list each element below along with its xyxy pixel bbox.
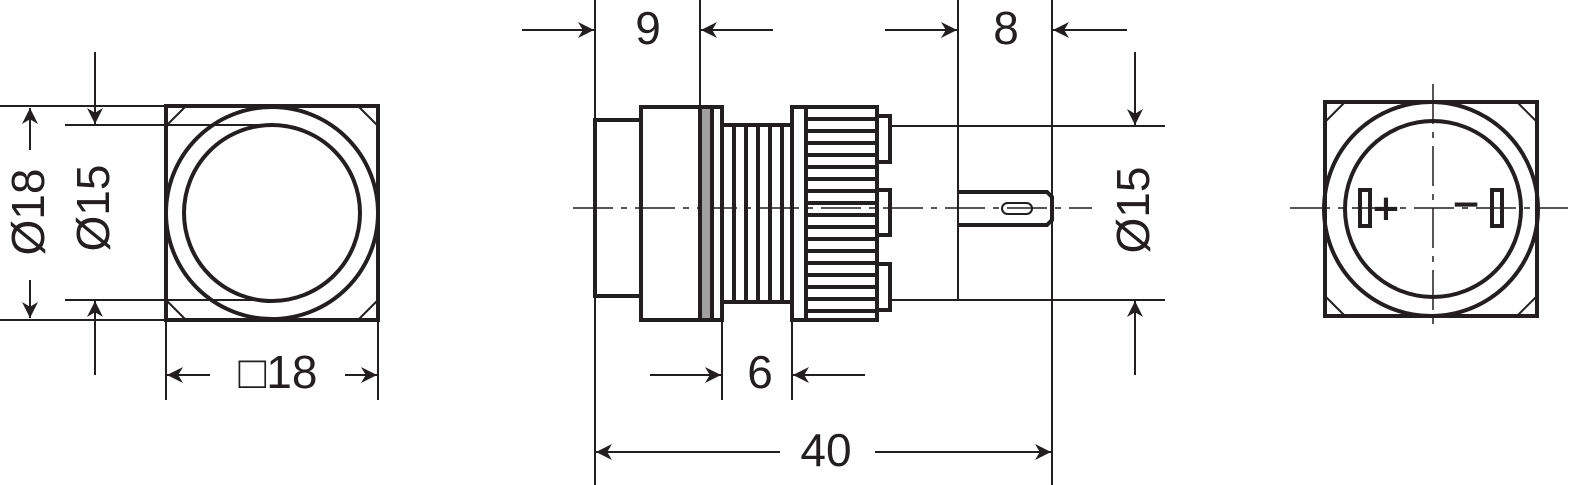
dim-40: 40 (800, 424, 851, 476)
dim-6: 6 (747, 346, 773, 398)
plus-terminal (1358, 188, 1372, 228)
nut (790, 105, 808, 322)
plus-symbol: + (1371, 188, 1401, 229)
minus-symbol: − (1451, 184, 1481, 225)
dim-dia-18: Ø18 (2, 169, 54, 256)
side-view: 9 8 6 40 Ø15 (522, 0, 1165, 485)
front-view: Ø18 Ø15 □18 (0, 52, 380, 400)
dim-8: 8 (993, 2, 1019, 54)
dim-9: 9 (635, 2, 661, 54)
rear-view: + − (1290, 84, 1568, 332)
dim-dia-15-body: Ø15 (1107, 167, 1159, 254)
dim-square-18: □18 (239, 346, 318, 398)
dim-dia-15: Ø15 (67, 165, 119, 252)
bezel (639, 105, 702, 322)
minus-terminal (1490, 188, 1504, 228)
